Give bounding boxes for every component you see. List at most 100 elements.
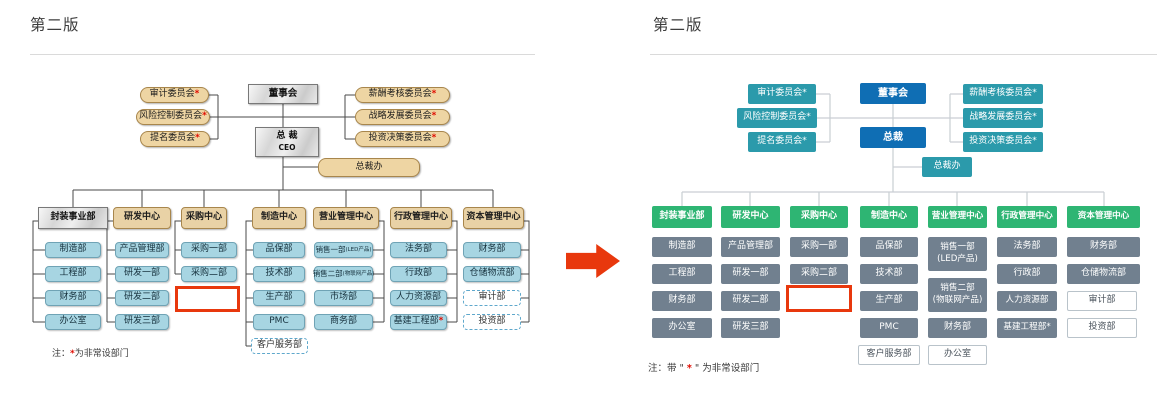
dept-item: 销售一部(LED产品) <box>928 237 987 271</box>
dept-item: 工程部 <box>652 264 712 284</box>
president-office-box: 总裁办 <box>318 158 420 177</box>
dept-item: 产品管理部 <box>115 242 169 258</box>
dept-header: 封装事业部 <box>38 207 108 229</box>
dept-header: 制造中心 <box>252 207 306 229</box>
footnote: 注：带 " * " 为非常设部门 <box>648 363 760 374</box>
dept-item: 生产部 <box>860 291 918 311</box>
dept-item: 法务部 <box>390 242 447 258</box>
right-panel-divider <box>650 54 1157 55</box>
dept-item: 财务部 <box>928 318 987 338</box>
committee-box: 提名委员会* <box>140 131 210 147</box>
committee-box: 战略发展委员会* <box>355 109 450 125</box>
red-asterisk: * <box>202 111 207 122</box>
dept-item: 财务部 <box>652 291 712 311</box>
red-asterisk: * <box>686 363 692 374</box>
dept-item-dashed: 审计部 <box>463 290 521 306</box>
committee-box: 风险控制委员会* <box>136 109 210 125</box>
dept-item: PMC <box>253 314 305 330</box>
board-box: 董事会 <box>248 84 318 104</box>
dept-item: 采购二部 <box>181 266 237 282</box>
committee-box: 薪酬考核委员会* <box>355 87 450 103</box>
dept-item: 采购一部 <box>790 237 848 257</box>
dept-header: 采购中心 <box>790 206 848 228</box>
committee-box: 薪酬考核委员会* <box>963 84 1043 104</box>
right-panel-title: 第二版 <box>653 16 703 34</box>
red-asterisk: * <box>438 316 444 327</box>
dept-item-outline: 投资部 <box>1067 318 1137 338</box>
dept-item: 仓储物流部 <box>463 266 521 282</box>
red-asterisk: * <box>431 133 437 144</box>
dept-header: 采购中心 <box>181 207 227 229</box>
committee-box: 风险控制委员会* <box>737 108 817 128</box>
dept-item: 研发三部 <box>115 314 169 330</box>
dept-item: 销售一部(LED产品) <box>314 242 373 258</box>
red-asterisk: * <box>431 89 437 100</box>
dept-item: 行政部 <box>390 266 447 282</box>
committee-box: 投资决策委员会* <box>355 131 450 147</box>
dept-item: 人力资源部 <box>390 290 447 306</box>
dept-header: 行政管理中心 <box>997 206 1057 228</box>
president-box: 总 裁 CEO <box>255 127 319 157</box>
dept-item: 研发二部 <box>721 291 780 311</box>
dept-item: 财务部 <box>463 242 521 258</box>
dept-item: 办公室 <box>652 318 712 338</box>
dept-item: 技术部 <box>860 264 918 284</box>
dept-item-dashed: 客户服务部 <box>251 338 308 354</box>
dept-item-dashed: 投资部 <box>463 314 521 330</box>
dept-item: 品保部 <box>253 242 305 258</box>
dept-item: 财务部 <box>1067 237 1140 257</box>
footnote: 注：*为非常设部门 <box>52 349 129 359</box>
highlight-empty-box <box>175 286 240 312</box>
dept-item: 制造部 <box>45 242 101 258</box>
dept-item: 办公室 <box>45 314 101 330</box>
dept-header: 营业管理中心 <box>313 207 379 229</box>
dept-item: 商务部 <box>314 314 373 330</box>
dept-header: 行政管理中心 <box>390 207 452 229</box>
red-asterisk: * <box>194 89 200 100</box>
dept-item: 研发一部 <box>721 264 780 284</box>
dept-header: 制造中心 <box>860 206 918 228</box>
dept-item: 技术部 <box>253 266 305 282</box>
dept-item: 仓储物流部 <box>1067 264 1140 284</box>
committee-box: 投资决策委员会* <box>963 132 1043 152</box>
dept-item: 销售二部(物联网产品) <box>928 278 987 312</box>
dept-header: 资本管理中心 <box>1067 206 1140 228</box>
left-panel-title: 第二版 <box>30 16 80 34</box>
dept-header: 封装事业部 <box>652 206 712 228</box>
dept-item: 行政部 <box>997 264 1057 284</box>
dept-item: 研发二部 <box>115 290 169 306</box>
dept-header: 资本管理中心 <box>463 207 524 229</box>
dept-item: PMC <box>860 318 918 338</box>
president-office-box: 总裁办 <box>922 157 972 177</box>
president-box: 总裁 <box>860 127 926 148</box>
dept-header: 研发中心 <box>721 206 780 228</box>
board-box: 董事会 <box>860 83 926 104</box>
red-asterisk: * <box>431 111 437 122</box>
dept-item: 采购一部 <box>181 242 237 258</box>
dept-item-outline: 审计部 <box>1067 291 1137 311</box>
dept-item: 财务部 <box>45 290 101 306</box>
dept-item: 法务部 <box>997 237 1057 257</box>
red-asterisk: * <box>70 349 75 359</box>
dept-item: 制造部 <box>652 237 712 257</box>
dept-header: 研发中心 <box>113 207 171 229</box>
dept-item: 人力资源部 <box>997 291 1057 311</box>
dept-item: 工程部 <box>45 266 101 282</box>
dept-header: 营业管理中心 <box>928 206 987 228</box>
committee-box: 战略发展委员会* <box>963 108 1043 128</box>
committee-box: 审计委员会* <box>748 84 816 104</box>
dept-item-outline: 办公室 <box>928 345 987 365</box>
dept-item: 研发一部 <box>115 266 169 282</box>
committee-box: 提名委员会* <box>748 132 816 152</box>
red-asterisk: * <box>195 133 200 144</box>
dept-item: 基建工程部* <box>390 314 447 330</box>
dept-item: 品保部 <box>860 237 918 257</box>
committee-box: 审计委员会* <box>140 87 209 103</box>
dept-item: 市场部 <box>314 290 373 306</box>
dept-item: 基建工程部* <box>997 318 1057 338</box>
dept-item: 研发三部 <box>721 318 780 338</box>
dept-item: 生产部 <box>253 290 305 306</box>
dept-item: 采购二部 <box>790 264 848 284</box>
dept-item-outline: 客户服务部 <box>858 345 920 365</box>
